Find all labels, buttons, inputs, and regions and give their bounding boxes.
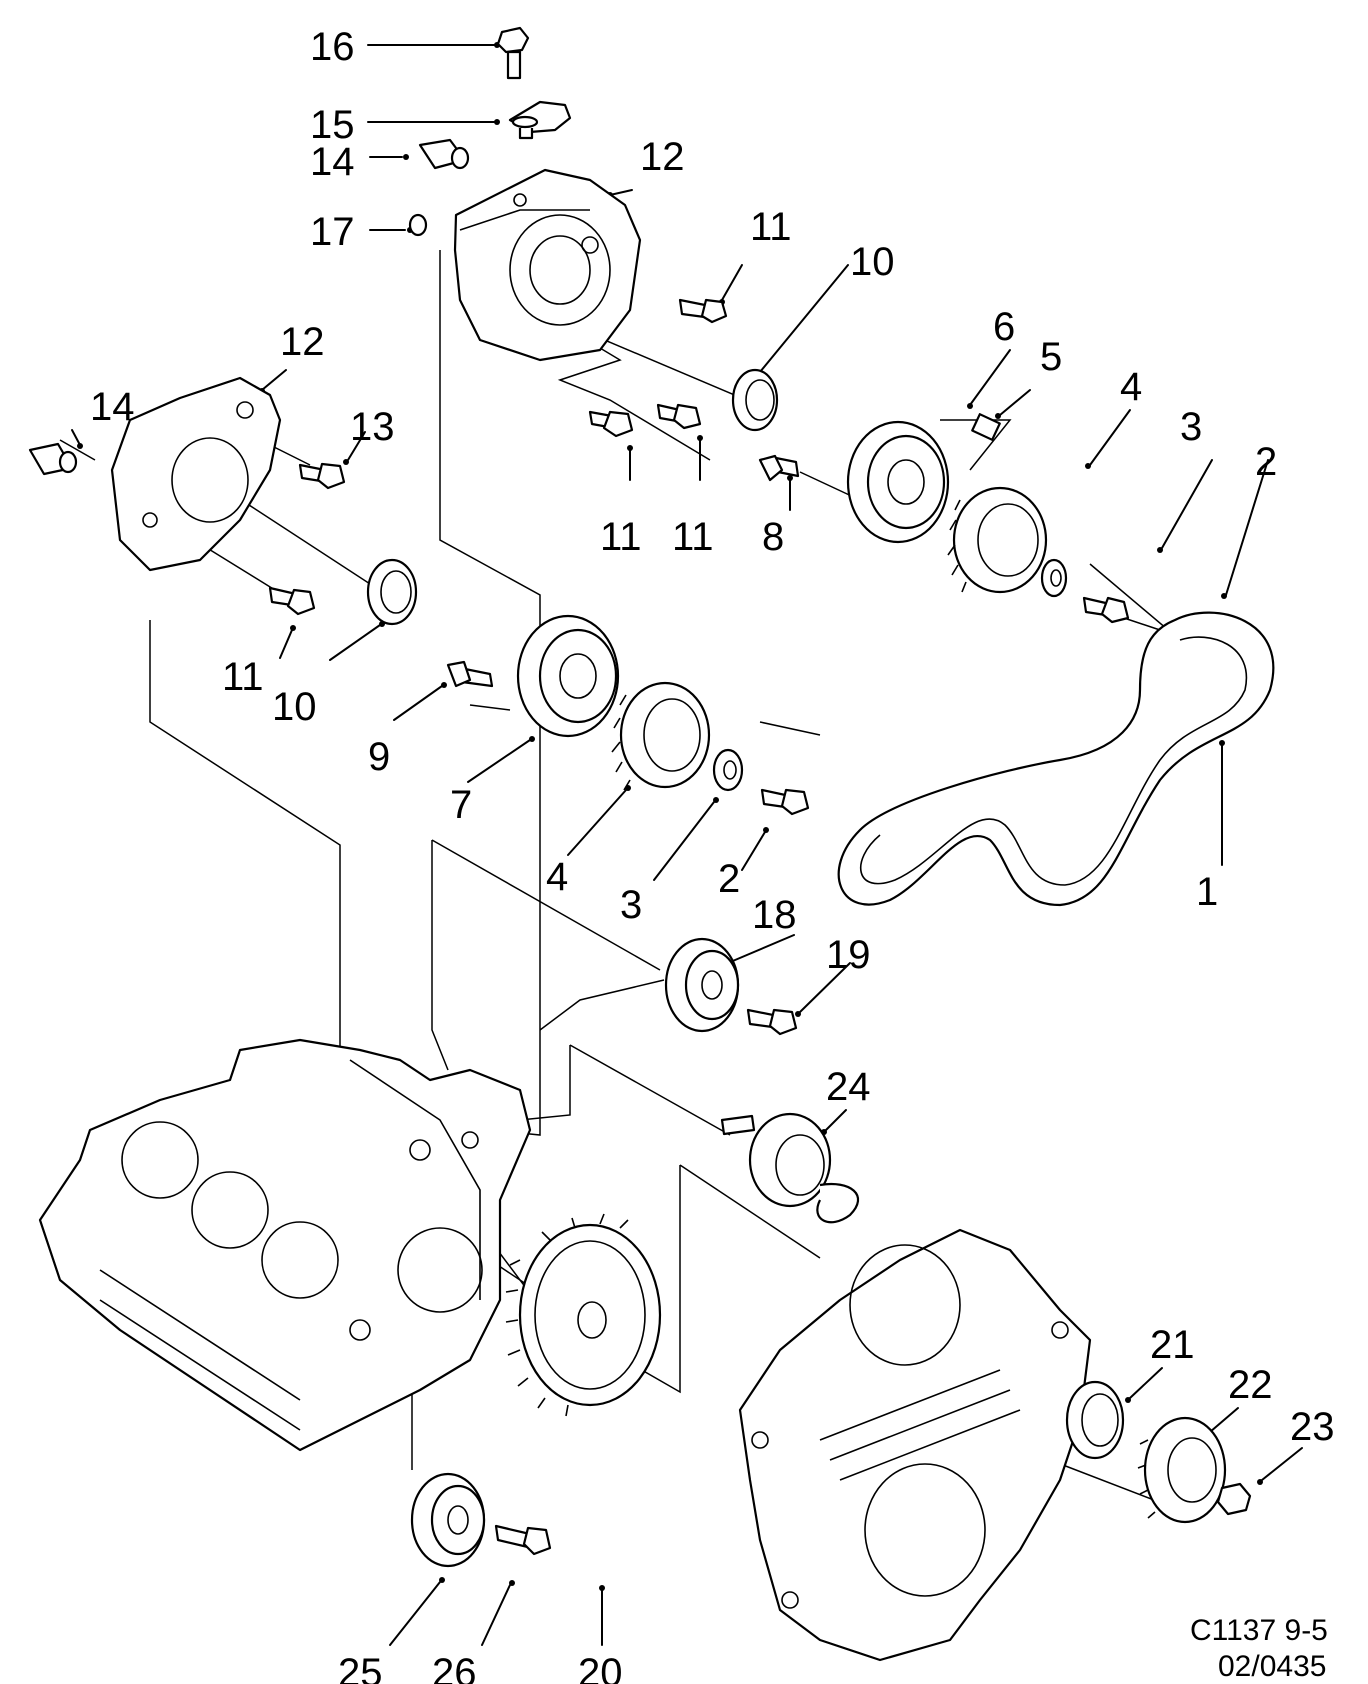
callout-8: 8 — [762, 515, 784, 559]
callout-labels: 16 15 14 12 17 11 10 6 5 4 3 2 12 14 13 … — [90, 25, 1335, 1684]
callout-6: 6 — [993, 305, 1015, 349]
bolt-2-upper — [1082, 596, 1130, 624]
callout-16: 16 — [310, 25, 355, 69]
callout-11-b: 11 — [600, 515, 642, 559]
callout-12-left: 12 — [280, 320, 325, 364]
callout-2-upper: 2 — [1255, 440, 1277, 484]
callout-4-upper: 4 — [1120, 365, 1142, 409]
sensor-15 — [508, 100, 572, 140]
leader-dots — [77, 42, 1263, 1591]
pulley-7 — [516, 614, 620, 738]
dowel-5 — [971, 413, 1001, 441]
callout-11-a: 11 — [750, 205, 792, 249]
callout-20: 20 — [578, 1651, 623, 1684]
callout-25: 25 — [338, 1651, 383, 1684]
callout-11-c: 11 — [672, 515, 714, 559]
callout-18: 18 — [752, 893, 797, 937]
callout-14-upper: 14 — [310, 140, 355, 184]
callout-1: 1 — [1196, 870, 1218, 914]
callout-4-lower: 4 — [546, 855, 568, 899]
bolt-11-d — [268, 586, 316, 616]
callout-24: 24 — [826, 1065, 871, 1109]
gear-20 — [505, 1213, 662, 1417]
cover-12-upper — [453, 168, 642, 362]
front-cover — [738, 1228, 1092, 1662]
idler-18 — [664, 937, 740, 1033]
callout-23: 23 — [1290, 1405, 1335, 1449]
bolt-19 — [746, 1008, 798, 1036]
callout-11-d: 11 — [222, 655, 264, 699]
bolt-11-b — [588, 410, 634, 438]
bolt-13 — [298, 462, 346, 490]
callout-2-lower: 2 — [718, 857, 740, 901]
bolt-26 — [494, 1524, 552, 1556]
tensioner-24 — [720, 1112, 860, 1224]
seal-10-upper — [731, 368, 779, 432]
callout-15: 15 — [310, 103, 355, 147]
cover-12-left — [110, 376, 282, 572]
bolt-9 — [446, 660, 494, 688]
washer-3-upper — [1040, 558, 1068, 598]
callout-26: 26 — [432, 1651, 477, 1684]
dowel-14-upper — [418, 138, 470, 170]
idler-25 — [410, 1472, 486, 1568]
callout-10-upper: 10 — [850, 240, 895, 284]
bolt-8 — [758, 454, 800, 482]
callout-19: 19 — [826, 933, 871, 977]
callout-3-upper: 3 — [1180, 405, 1202, 449]
callout-21: 21 — [1150, 1323, 1195, 1367]
gear-4-lower — [611, 681, 711, 791]
callout-22: 22 — [1228, 1363, 1273, 1407]
gear-22 — [1137, 1416, 1227, 1524]
callout-13: 13 — [350, 405, 395, 449]
reference-block: C1137 9-5 02/0435 — [1190, 1614, 1328, 1683]
callout-5: 5 — [1040, 335, 1062, 379]
seal-10-left — [366, 558, 418, 626]
gear-4-upper — [947, 486, 1048, 594]
callout-12-upper: 12 — [640, 135, 685, 179]
bolt-11-a — [678, 298, 728, 324]
reference-code: C1137 9-5 — [1190, 1614, 1328, 1647]
callout-17: 17 — [310, 210, 355, 254]
reference-number: 02/0435 — [1218, 1650, 1326, 1683]
bolt-11-c — [656, 403, 702, 430]
engine-block — [38, 1038, 532, 1452]
seal-21 — [1065, 1380, 1125, 1460]
bolt-16 — [496, 26, 530, 80]
nut-23 — [1216, 1482, 1252, 1516]
callout-7: 7 — [450, 783, 472, 827]
clip-17 — [408, 213, 428, 237]
callout-9: 9 — [368, 735, 390, 779]
timing-belt-1 — [837, 611, 1275, 907]
callout-10-left: 10 — [272, 685, 317, 729]
washer-3-lower — [712, 748, 744, 792]
bolt-2-lower — [760, 788, 810, 816]
callout-14-left: 14 — [90, 385, 135, 429]
callout-3-lower: 3 — [620, 883, 642, 927]
dowel-14-left — [28, 442, 78, 476]
pulley-6 — [846, 420, 950, 544]
